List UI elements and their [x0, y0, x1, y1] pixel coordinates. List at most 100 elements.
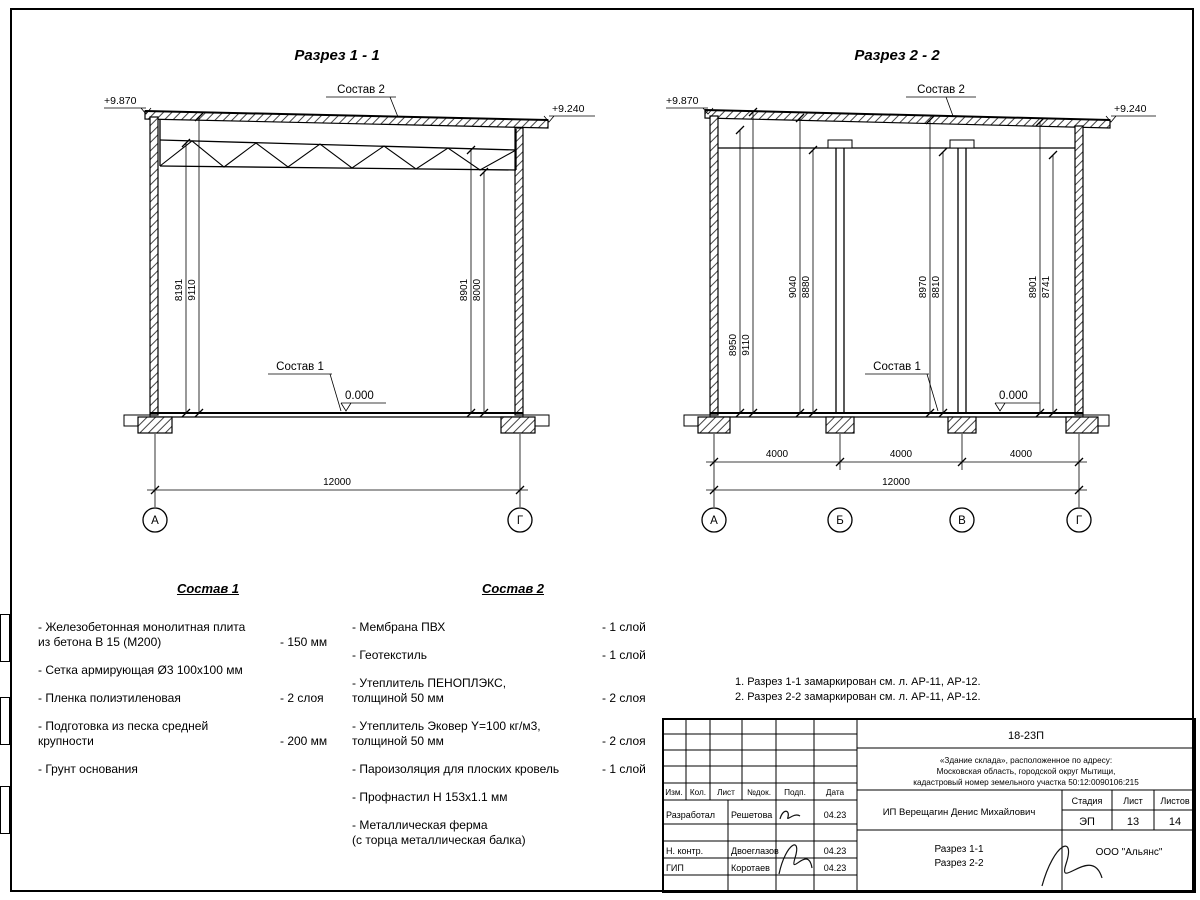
dim-label: 8950	[728, 333, 739, 356]
svg-text:+9.870: +9.870	[666, 95, 699, 107]
callout-sostav2: Состав 2	[326, 84, 399, 118]
section-title: Разрез 1 - 1	[294, 47, 379, 64]
bottom-dim-line	[147, 434, 528, 507]
sheet-header: Лист	[1123, 796, 1143, 806]
svg-text:Г: Г	[1076, 515, 1083, 527]
left-wall	[149, 116, 159, 416]
sostav1-heading: Состав 1	[176, 581, 240, 596]
client-name: ИП Верещагин Денис Михайлович	[883, 807, 1036, 818]
list-item: - Геотекстиль - 1 слой	[352, 648, 646, 662]
sheets-total: 14	[1169, 816, 1181, 828]
roof-top-line	[144, 110, 549, 121]
section-title: Разрез 2 - 2	[854, 47, 940, 64]
dim-label: 8880	[801, 275, 812, 298]
list-item: - Утеплитель Эковер Y=100 кг/м3,толщиной…	[352, 719, 646, 748]
elevation-mark: +9.240	[543, 103, 595, 123]
dim-label: 9040	[788, 275, 799, 298]
sheet-title: Разрез 2-2	[934, 858, 984, 869]
sign-date: 04.23	[824, 846, 847, 856]
axis-marker: А	[701, 507, 727, 533]
col-header: №док.	[747, 788, 771, 797]
foundation	[1065, 416, 1099, 434]
dimension-lines	[185, 117, 485, 413]
note-line: 1. Разрез 1-1 замаркирован см. л. АР-11,…	[735, 676, 981, 688]
signature	[779, 810, 801, 820]
list-item: - Грунт основания	[38, 762, 138, 776]
foundation	[697, 416, 731, 434]
elevation-mark: +9.870	[104, 95, 152, 115]
role-label: Н. контр.	[666, 846, 703, 856]
bottom-dim-ticks	[709, 457, 1084, 495]
sign-date: 04.23	[824, 863, 847, 873]
sign-date: 04.23	[824, 810, 847, 820]
person-name: Решетова	[731, 810, 772, 820]
right-wall	[514, 127, 524, 416]
section-1-1: Разрез 1 - 1	[104, 47, 595, 533]
col-header: Подп.	[784, 788, 806, 797]
dimension-ticks	[735, 107, 1058, 418]
axis-marker: Г	[1066, 507, 1092, 533]
svg-text:+9.870: +9.870	[104, 95, 137, 107]
list-item: - Утеплитель ПЕНОПЛЭКС,толщиной 50 мм - …	[352, 676, 646, 705]
dim-label: 8970	[918, 275, 929, 298]
svg-text:Состав 2: Состав 2	[917, 84, 965, 96]
list-item: - Металлическая ферма(с торца металличес…	[352, 818, 526, 847]
notes: 1. Разрез 1-1 замаркирован см. л. АР-11,…	[735, 675, 981, 705]
dimension-ticks	[181, 112, 489, 418]
dim-label: 4000	[890, 449, 913, 460]
edge-box	[0, 614, 10, 662]
stage-value: ЭП	[1079, 816, 1095, 828]
sostav2-list: - Мембрана ПВХ - 1 слой - Геотекстиль - …	[352, 620, 662, 861]
project-address: кадастровый номер земельного участка 50:…	[913, 778, 1139, 787]
stage-header: Стадия	[1072, 796, 1103, 806]
dim-label: 12000	[882, 477, 910, 488]
axis-marker: А	[142, 507, 168, 533]
foundation	[947, 416, 977, 434]
project-address: Московская область, городской округ Мыти…	[937, 767, 1116, 776]
svg-text:Б: Б	[836, 515, 844, 527]
dim-label: 8901	[1028, 275, 1039, 298]
sostav2-heading: Состав 2	[481, 581, 545, 596]
columns	[835, 148, 967, 413]
right-wall	[1074, 125, 1084, 416]
dimension-lines	[739, 112, 1054, 413]
stamp-grid	[662, 718, 1196, 893]
title-block: Изм. Кол. Лист №док. Подп. Дата Разработ…	[662, 718, 1196, 893]
elevation-mark: +9.870	[666, 95, 714, 115]
sheets-header: Листов	[1160, 796, 1189, 806]
svg-text:0.000: 0.000	[345, 390, 374, 402]
list-item: - Профнастил Н 153х1.1 мм	[352, 790, 508, 804]
svg-text:А: А	[151, 515, 159, 527]
dim-label: 4000	[766, 449, 789, 460]
callout-sostav1: Состав 1	[865, 361, 939, 412]
svg-text:А: А	[710, 515, 718, 527]
dim-label: 9110	[741, 334, 752, 356]
svg-text:Г: Г	[517, 515, 524, 527]
left-wall	[709, 115, 719, 416]
section-2-2: Разрез 2 - 2 +9.870	[666, 47, 1156, 533]
list-item: - Пароизоляция для плоских кровель - 1 с…	[352, 762, 646, 776]
dim-label: 8191	[174, 278, 185, 301]
role-label: Разработал	[666, 810, 715, 820]
axis-marker: В	[949, 507, 975, 533]
column-capital	[827, 139, 853, 149]
organization-name: ООО "Альянс"	[1096, 847, 1163, 858]
sections-drawing: Разрез 1 - 1	[104, 47, 1156, 533]
svg-text:Состав 1: Состав 1	[276, 361, 324, 373]
sheet-number: 13	[1127, 816, 1139, 828]
dim-label: 8810	[931, 275, 942, 298]
dim-label: 9110	[187, 279, 198, 301]
person-name: Коротаев	[731, 863, 770, 873]
axis-marker: Г	[507, 507, 533, 533]
bottom-dim-lines	[706, 434, 1087, 507]
dim-label: 4000	[1010, 449, 1033, 460]
role-label: ГИП	[666, 863, 684, 873]
axis-marker: Б	[827, 507, 853, 533]
edge-box	[0, 697, 10, 745]
zero-level-mark: 0.000	[994, 390, 1040, 412]
note-line: 2. Разрез 2-2 замаркирован см. л. АР-11,…	[735, 691, 981, 703]
list-item: - Пленка полиэтиленовая - 2 слоя	[38, 691, 324, 705]
